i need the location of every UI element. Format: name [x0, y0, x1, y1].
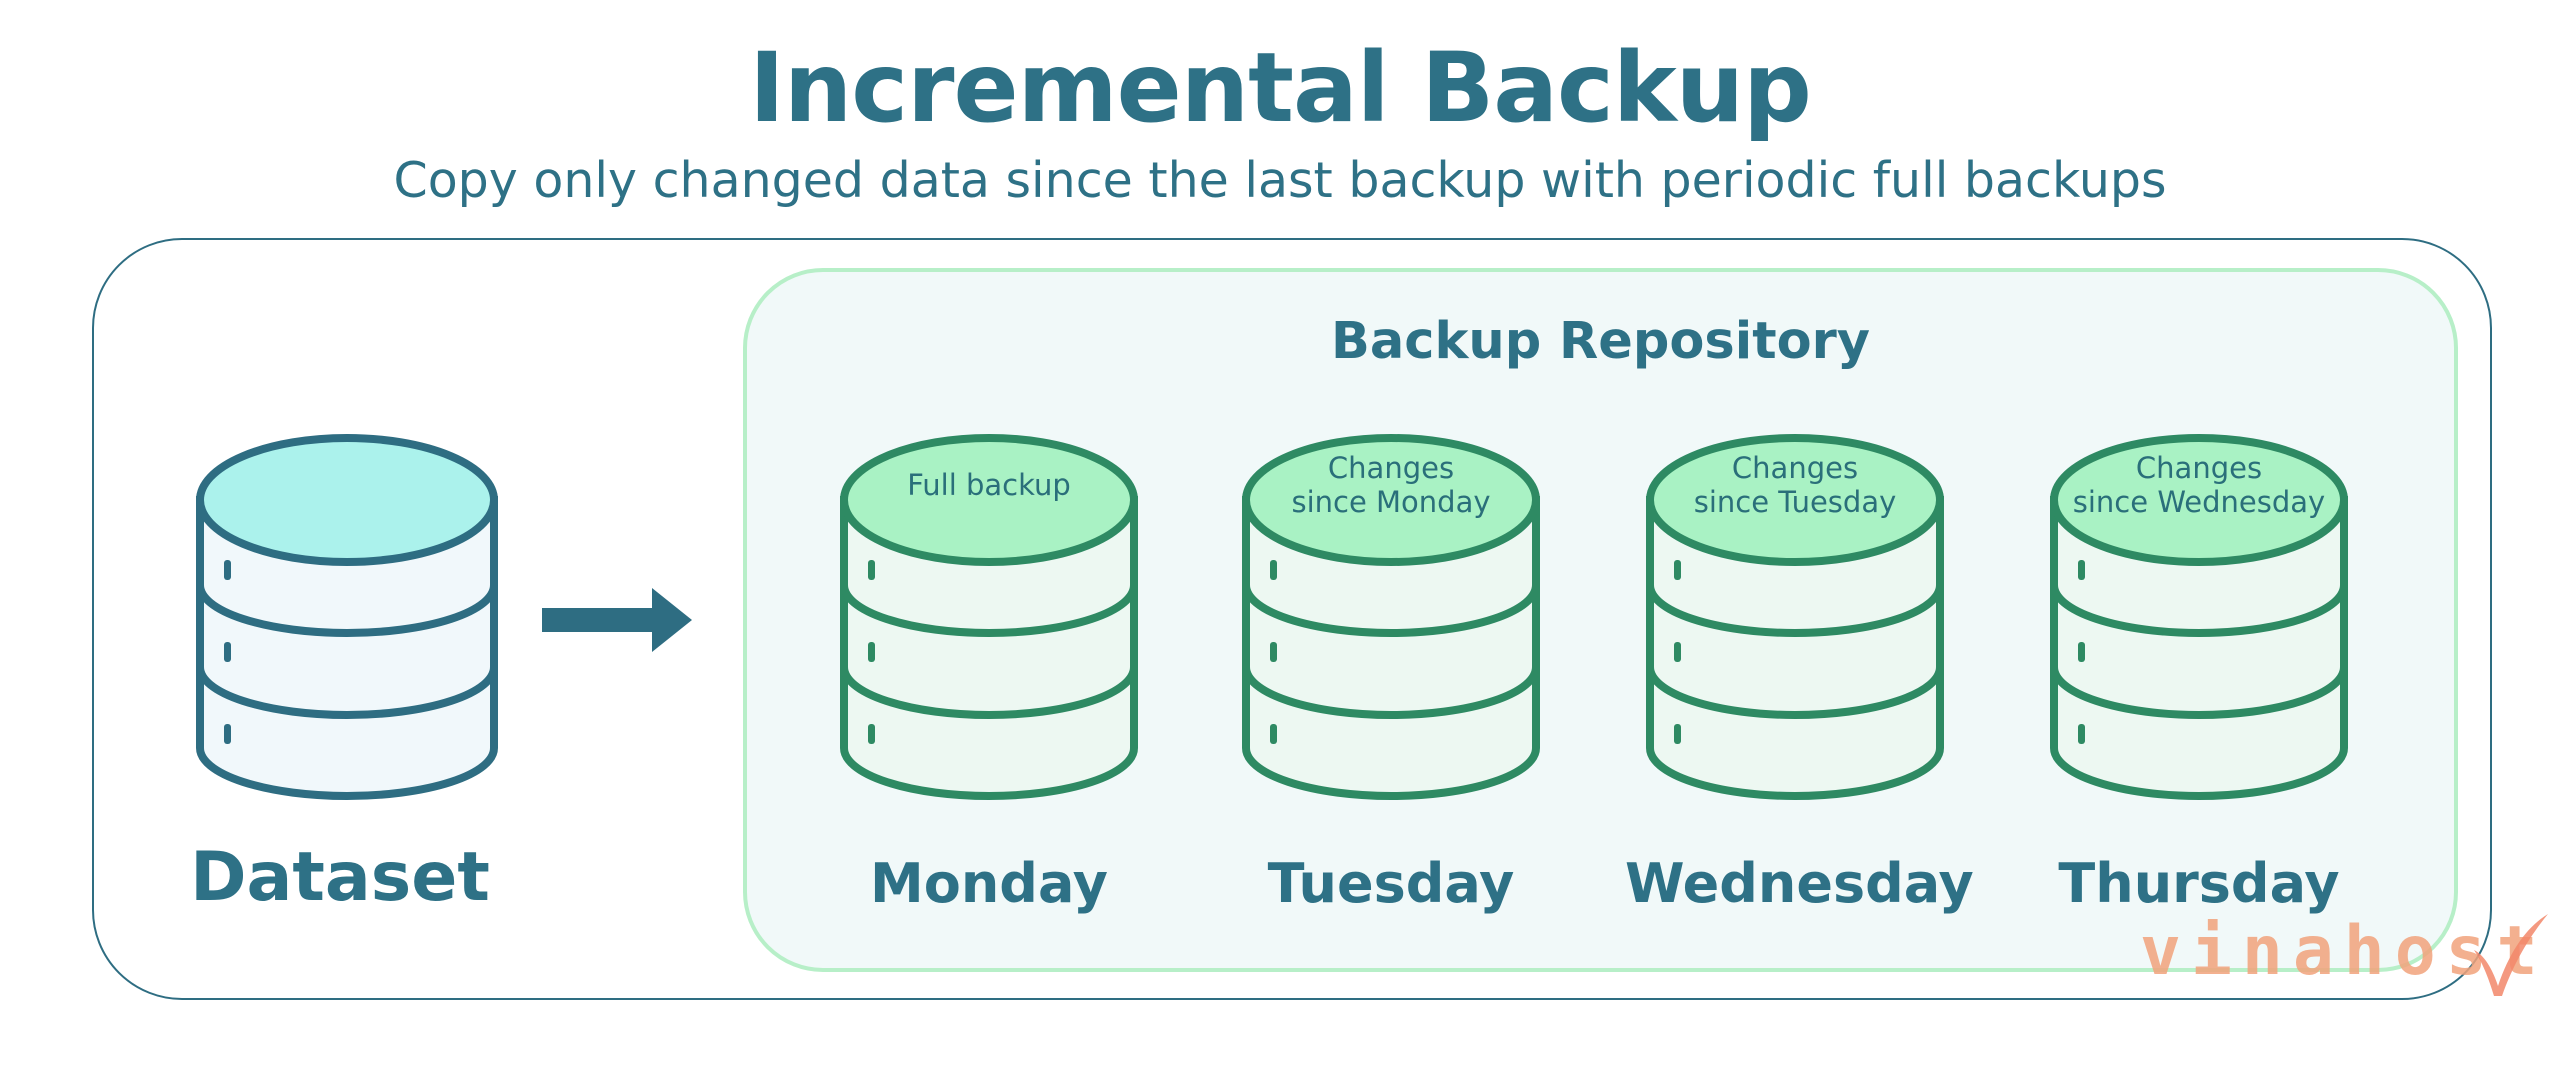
- checkmark-logo-icon: [2470, 910, 2550, 1004]
- tuesday-caption: Changes since Monday: [1251, 451, 1531, 519]
- thursday-caption-line2: since Wednesday: [2072, 485, 2326, 519]
- diagram-frame: [92, 238, 2492, 1000]
- page-subtitle: Copy only changed data since the last ba…: [393, 152, 2167, 209]
- thursday-backup-database-icon: [2046, 430, 2352, 810]
- wednesday-caption-line2: since Tuesday: [1693, 485, 1897, 519]
- wednesday-label: Wednesday: [1625, 852, 1974, 915]
- monday-label: Monday: [870, 852, 1108, 915]
- dataset-label: Dataset: [190, 838, 490, 917]
- monday-caption: Full backup: [849, 468, 1129, 502]
- tuesday-label: Tuesday: [1267, 852, 1515, 915]
- tuesday-caption-line2: since Monday: [1291, 485, 1491, 519]
- backup-repository-title: Backup Repository: [1330, 312, 1871, 371]
- thursday-label: Thursday: [2058, 852, 2340, 915]
- arrow-right-icon: [542, 588, 692, 656]
- monday-caption-line1: Full backup: [907, 468, 1071, 502]
- tuesday-caption-line1: Changes: [1327, 451, 1455, 485]
- tuesday-backup-database-icon: [1238, 430, 1544, 810]
- monday-backup-database-icon: [836, 430, 1142, 810]
- wednesday-backup-database-icon: [1642, 430, 1948, 810]
- page-title: Incremental Backup: [749, 32, 1812, 144]
- thursday-caption-line1: Changes: [2135, 451, 2263, 485]
- wednesday-caption: Changes since Tuesday: [1655, 451, 1935, 519]
- thursday-caption: Changes since Wednesday: [2049, 451, 2349, 519]
- dataset-database-icon: [192, 430, 502, 810]
- wednesday-caption-line1: Changes: [1731, 451, 1859, 485]
